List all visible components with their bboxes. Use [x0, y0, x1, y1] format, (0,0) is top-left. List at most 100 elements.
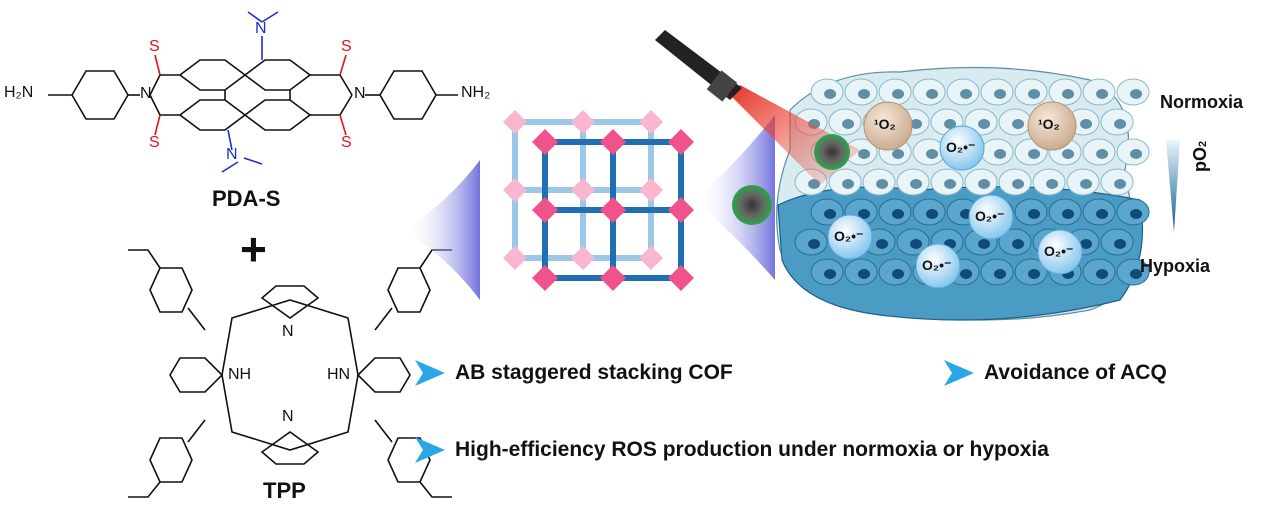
cell-nucleus [1080, 179, 1093, 189]
porphyrin-nh-left: NH [228, 366, 252, 383]
cell-nucleus [910, 179, 923, 189]
cof-node [503, 110, 527, 134]
flashlight-icon [655, 30, 742, 102]
cell-nucleus [892, 209, 905, 219]
cell-nucleus [808, 239, 821, 249]
cell-nucleus [1096, 209, 1109, 219]
superoxide-label: O₂•⁻ [975, 208, 1005, 224]
superoxide-label: O₂•⁻ [834, 228, 864, 244]
amino-n-top: N [255, 20, 267, 37]
singlet-oxygen-bubble [863, 101, 913, 151]
sulfur-label: S [149, 134, 160, 151]
cell-nucleus [858, 89, 871, 99]
amine-left-label: H₂N [4, 84, 34, 101]
cell-nucleus [1130, 209, 1143, 219]
cell-nucleus [944, 179, 957, 189]
cof-node [639, 246, 663, 270]
porphyrin-nh-right: HN [327, 366, 351, 383]
cell-nucleus [824, 269, 837, 279]
cell-nucleus [978, 119, 991, 129]
aniline-ring-right [379, 70, 437, 120]
cof-node [668, 265, 694, 291]
cell-nucleus [892, 269, 905, 279]
cof-node [571, 110, 595, 134]
cell-nucleus [1080, 239, 1093, 249]
pda-s-structure [48, 11, 458, 173]
imide-n-right: N [354, 85, 366, 102]
po2-label: pO2 [1190, 140, 1210, 172]
imide-n-left: N [140, 85, 152, 102]
singlet-oxygen-label: ¹O₂ [1038, 116, 1060, 132]
cell-nucleus [1096, 149, 1109, 159]
cell-nucleus [858, 209, 871, 219]
cell-nucleus [842, 119, 855, 129]
cof-node [600, 265, 626, 291]
nanoparticle-icon [732, 185, 772, 225]
cell-nucleus [926, 209, 939, 219]
cell-nucleus [1114, 179, 1127, 189]
sulfur-label: S [341, 38, 352, 55]
cof-node [503, 178, 527, 202]
sulfur-label: S [149, 38, 160, 55]
compound-label-tpp: TPP [263, 478, 306, 503]
cell-nucleus [1062, 209, 1075, 219]
cof-node [600, 197, 626, 223]
cell-nucleus [1130, 269, 1143, 279]
superoxide-label: O₂•⁻ [946, 139, 976, 155]
cof-node [639, 110, 663, 134]
cell-nucleus [858, 149, 871, 159]
cof-node [503, 246, 527, 270]
cof-node [532, 265, 558, 291]
porphyrin-n-bottom: N [282, 408, 294, 425]
cell-nucleus [944, 119, 957, 129]
cell-nucleus [842, 179, 855, 189]
singlet-oxygen-bubble [1027, 101, 1077, 151]
cof-node [668, 129, 694, 155]
cof-node [600, 129, 626, 155]
expansion-cone-left [405, 160, 480, 300]
cell-nucleus [978, 239, 991, 249]
cell-nucleus [1062, 149, 1075, 159]
cof-node [532, 197, 558, 223]
cell-nucleus [892, 149, 905, 159]
superoxide-label: O₂•⁻ [1044, 243, 1074, 259]
cell-nucleus [1028, 269, 1041, 279]
superoxide-label: O₂•⁻ [922, 257, 952, 273]
cell-nucleus [1114, 119, 1127, 129]
po2-gradient-bar [1166, 140, 1180, 232]
tumor-tissue [776, 66, 1150, 321]
cell-nucleus [876, 179, 889, 189]
cell-nucleus [1012, 239, 1025, 249]
cell-nucleus [1114, 239, 1127, 249]
cell-nucleus [960, 89, 973, 99]
cell-nucleus [978, 179, 991, 189]
cell-nucleus [1012, 179, 1025, 189]
amine-right-label: NH₂ [461, 84, 491, 101]
cell-nucleus [994, 89, 1007, 99]
cell-nucleus [824, 209, 837, 219]
cell-nucleus [876, 239, 889, 249]
cell-nucleus [994, 269, 1007, 279]
porphyrin-n-top: N [282, 323, 294, 340]
cell-nucleus [824, 89, 837, 99]
feature-ab-stacking: AB staggered stacking COF [415, 360, 733, 386]
arrow-right-icon [415, 437, 445, 463]
cell-nucleus [926, 149, 939, 159]
superoxide-bubble [827, 125, 1083, 289]
cof-node [639, 178, 663, 202]
cell-nucleus [858, 269, 871, 279]
tpp-structure [128, 249, 452, 498]
cell-nucleus [994, 149, 1007, 159]
cell-nucleus [1028, 89, 1041, 99]
compound-label-pda-s: PDA-S [212, 186, 281, 211]
feature-acq: Avoidance of ACQ [944, 360, 1167, 386]
sulfur-label: S [341, 134, 352, 151]
cell-nucleus [892, 89, 905, 99]
cell-nucleus [1028, 209, 1041, 219]
cof-lattice [503, 110, 694, 291]
cell-nucleus [1012, 119, 1025, 129]
cell-nucleus [1096, 269, 1109, 279]
aniline-ring-left [71, 70, 129, 120]
cell-nucleus [1080, 119, 1093, 129]
